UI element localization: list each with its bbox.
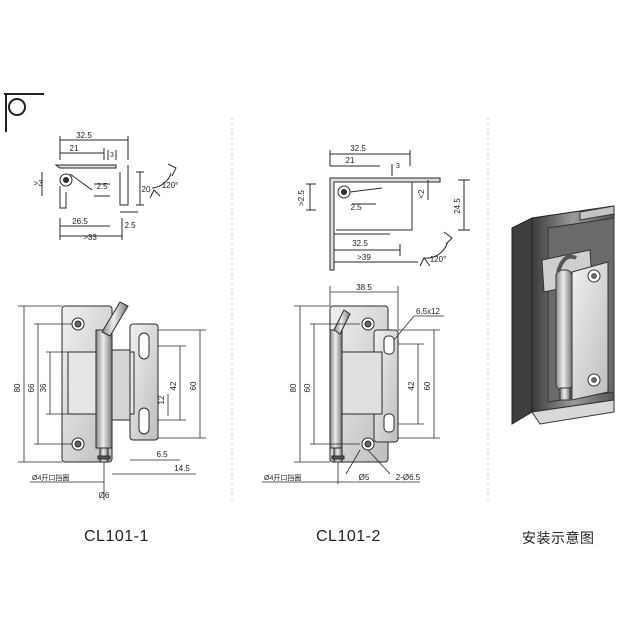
cl101-2-front-view [329, 305, 399, 463]
svg-text:24.5: 24.5 [453, 198, 462, 214]
cl101-1-side-dims: 32.5 21 3 2.5 20 >3 26.5 >33 2.5 120° [33, 131, 178, 242]
svg-text:26.5: 26.5 [72, 217, 88, 226]
svg-text:12: 12 [157, 395, 166, 404]
svg-text:6.5: 6.5 [156, 450, 168, 459]
svg-text:>3: >3 [33, 179, 43, 188]
svg-text:60: 60 [423, 381, 432, 390]
caption-cl101-1: CL101-1 [84, 528, 149, 545]
svg-text:42: 42 [169, 381, 178, 390]
svg-text:14.5: 14.5 [174, 464, 190, 473]
cl101-1-front-dimlines [18, 305, 206, 500]
svg-text:>39: >39 [357, 253, 371, 262]
svg-text:38.5: 38.5 [356, 283, 372, 292]
svg-text:80: 80 [289, 383, 298, 392]
svg-text:2.5: 2.5 [96, 182, 108, 191]
cl101-1-front-view [61, 301, 159, 463]
svg-text:36: 36 [39, 383, 48, 392]
cl101-2-side-view [306, 150, 470, 271]
svg-text:32.5: 32.5 [76, 131, 92, 140]
svg-text:120°: 120° [430, 255, 447, 264]
svg-text:32.5: 32.5 [352, 239, 368, 248]
svg-text:2-Ø6.5: 2-Ø6.5 [396, 473, 421, 482]
svg-text:Ø4开口挡圈: Ø4开口挡圈 [264, 473, 301, 482]
svg-text:Ø5: Ø5 [359, 473, 370, 482]
cl101-1-side-view [41, 136, 177, 240]
svg-text:32.5: 32.5 [350, 144, 366, 153]
cl101-2-side-dims: 32.5 21 3 >2.5 2.5 <2 24.5 32.5 >39 120° [297, 144, 462, 264]
svg-text:66: 66 [27, 383, 36, 392]
cl101-2-front-dimlines [262, 286, 444, 484]
svg-text:21: 21 [346, 156, 355, 165]
svg-text:>2.5: >2.5 [297, 190, 306, 206]
svg-text:2.5: 2.5 [124, 221, 136, 230]
cl101-2-front-dims: 38.5 6.5x12 80 60 42 60 Ø4开口挡圈 Ø5 2-Ø6.5 [264, 283, 441, 482]
svg-text:<2: <2 [417, 189, 426, 199]
svg-text:2.5: 2.5 [350, 203, 362, 212]
svg-text:21: 21 [70, 144, 79, 153]
installation-illustration [511, 205, 615, 425]
svg-text:60: 60 [189, 381, 198, 390]
svg-text:3: 3 [110, 152, 114, 159]
svg-text:Ø4开口挡圈: Ø4开口挡圈 [32, 473, 69, 482]
svg-text:80: 80 [13, 383, 22, 392]
svg-text:120°: 120° [162, 181, 179, 190]
svg-text:Ø6: Ø6 [99, 491, 110, 500]
caption-installation-diagram: 安装示意图 [522, 531, 595, 547]
svg-text:>33: >33 [83, 233, 97, 242]
svg-text:60: 60 [303, 383, 312, 392]
svg-text:3: 3 [396, 163, 400, 170]
svg-text:42: 42 [407, 381, 416, 390]
cl101-1-front-dims: 80 66 36 42 60 12 6.5 14.5 Ø4开口挡圈 Ø6 [13, 381, 198, 500]
svg-text:6.5x12: 6.5x12 [416, 307, 441, 316]
svg-text:20: 20 [142, 185, 151, 194]
caption-cl101-2: CL101-2 [316, 528, 381, 545]
projection-symbol-icon [4, 93, 44, 132]
